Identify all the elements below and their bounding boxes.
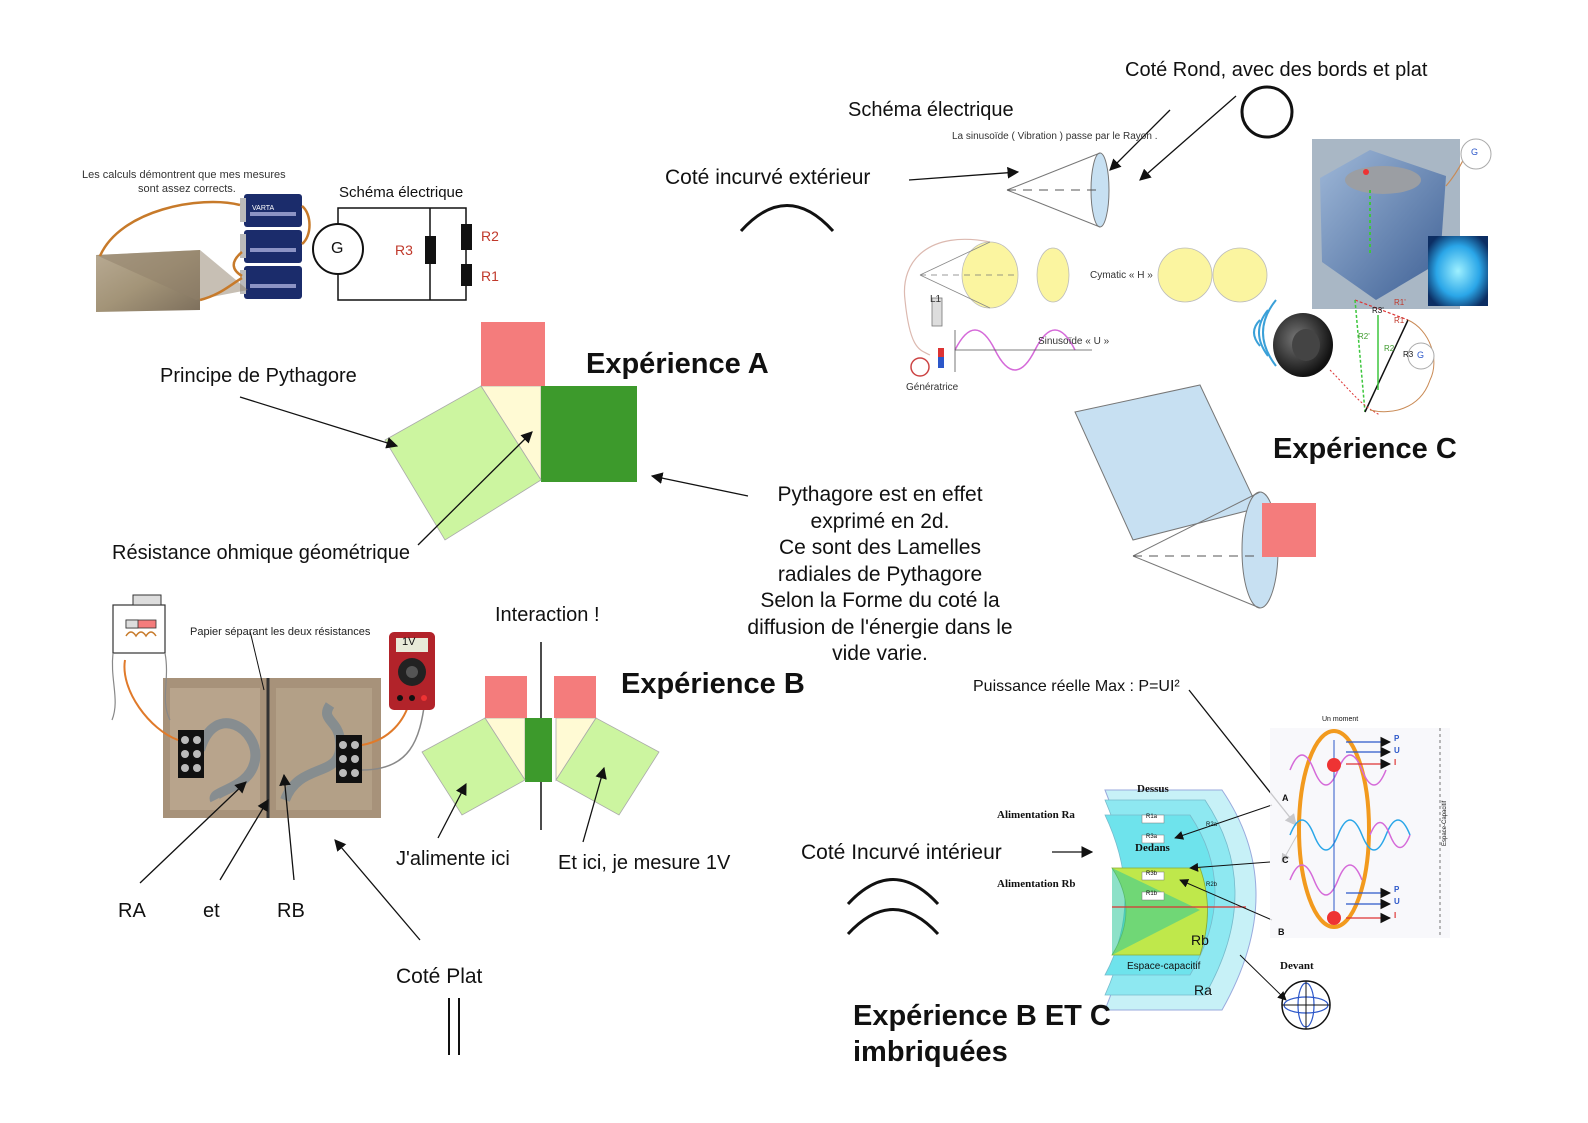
cube-r1: R1 [1394,316,1405,325]
bc-r2a: R2a [1206,822,1218,828]
bc-r1b: R1b [1146,891,1158,897]
label-sinusoide-rayon: La sinusoïde ( Vibration ) passe par le … [952,131,1158,142]
center-line-7: vide varie. [832,642,928,665]
label-ra: RA [118,900,146,922]
circuit-r2-label: R2 [481,228,499,244]
pythagore-figure-a [384,322,637,541]
cube-photo [1312,138,1492,309]
bc-point-b: B [1278,927,1285,937]
center-line-2: exprimé en 2d. [810,509,950,533]
label-sinusoide-u: Sinusoïde « U » [1038,336,1110,347]
bc-ra: Ra [1194,982,1212,998]
title-experience-bc-line2: imbriquées [853,1036,1008,1068]
cube-g-top: G [1471,147,1479,157]
generator-icon-b [111,594,171,721]
center-line-1: Pythagore est en effet [777,483,983,506]
center-explanation: Pythagore est en effet exprimé en 2d. Ce… [710,482,1050,668]
calculs-note-line2: sont assez corrects. [138,183,236,195]
title-experience-a: Expérience A [586,348,769,380]
multimeter-icon [389,632,435,710]
speaker-diagram [1253,299,1435,416]
cymatic-sketch [903,238,1268,377]
bc-i-top: I [1394,758,1397,767]
label-cote-incurve-exterieur: Coté incurvé extérieur [665,166,871,189]
bc-u-top: U [1394,746,1400,755]
label-cote-rond: Coté Rond, avec des bords et plat [1125,59,1428,81]
bc-i-bottom: I [1394,911,1397,920]
bc-alimentation-ra: Alimentation Ra [997,809,1075,821]
bc-rb: Rb [1191,932,1209,948]
cube-r2p: R2' [1358,332,1370,341]
label-rb: RB [277,900,305,922]
circuit-g-label: G [331,240,344,257]
bc-nested-diagram [1104,789,1331,1030]
bc-p-top: P [1394,734,1400,743]
label-puissance: Puissance réelle Max : P=UI² [973,678,1180,695]
title-experience-bc: Expérience B ET C [853,1000,1111,1032]
circuit-r3-label: R3 [395,242,413,258]
pythagore-figure-c [1074,384,1316,609]
bc-u-bottom: U [1394,897,1400,906]
label-interaction: Interaction ! [495,604,600,626]
bc-r3a: R3a [1146,834,1158,840]
label-et: et [203,900,220,922]
label-alimente: J'alimente ici [396,848,510,870]
bc-point-c: C [1282,855,1289,865]
bc-r2b: R2b [1206,882,1218,888]
label-l1: L1 [930,294,942,305]
schema-label-left: Schéma électrique [339,184,464,201]
label-cymatic: Cymatic « H » [1090,270,1153,281]
cube-r1p: R1' [1394,298,1406,307]
bc-r1a: R1a [1146,814,1158,820]
center-line-4: radiales de Pythagore [777,562,983,586]
circuit-schematic [312,207,472,301]
schema-label-top: Schéma électrique [848,99,1014,121]
calculs-note: Les calculs démontrent que mes mesures [82,169,286,181]
circuit-r1-label: R1 [481,268,499,284]
bc-espace-capacitif: Espace-capacitif [1127,961,1201,972]
bc-un-moment: Un moment [1322,716,1359,723]
bc-r3b: R3b [1146,871,1158,877]
bc-p-bottom: P [1394,885,1400,894]
bc-dessus: Dessus [1137,783,1169,795]
cube-r3: R3 [1403,350,1414,359]
experience-b-photo [123,659,426,818]
label-generatrice: Génératrice [906,382,959,393]
bc-espace-capacitif-side: Espace-Capacitif [1442,800,1448,846]
cone-top [1006,152,1110,228]
meter-reading: 1V [402,636,416,648]
battery-photo [96,194,311,312]
bc-dedans: Dedans [1135,842,1170,854]
power-waveform [1270,728,1450,938]
bc-point-a: A [1282,793,1289,803]
battery-brand: VARTA [252,205,275,212]
label-papier: Papier séparant les deux résistances [190,626,371,638]
label-cote-plat: Coté Plat [396,965,483,988]
label-mesure: Et ici, je mesure 1V [558,852,731,874]
center-line-5: Selon la Forme du coté la [760,589,1000,612]
cube-r2: R2 [1384,344,1395,353]
bc-alimentation-rb: Alimentation Rb [997,878,1076,890]
bc-devant: Devant [1280,960,1314,972]
center-line-3: Ce sont des Lamelles [779,536,981,559]
cube-g-bottom: G [1417,350,1425,360]
label-resistance-geometrique: Résistance ohmique géométrique [112,542,410,564]
cube-r3p: R3' [1372,306,1384,315]
label-principe-pythagore: Principe de Pythagore [160,365,357,387]
pythagore-figure-b [421,642,660,830]
label-cote-incurve-interieur: Coté Incurvé intérieur [801,841,1002,864]
title-experience-c: Expérience C [1273,433,1457,465]
title-experience-b: Expérience B [621,668,805,700]
center-line-6: diffusion de l'énergie dans le [747,615,1013,639]
